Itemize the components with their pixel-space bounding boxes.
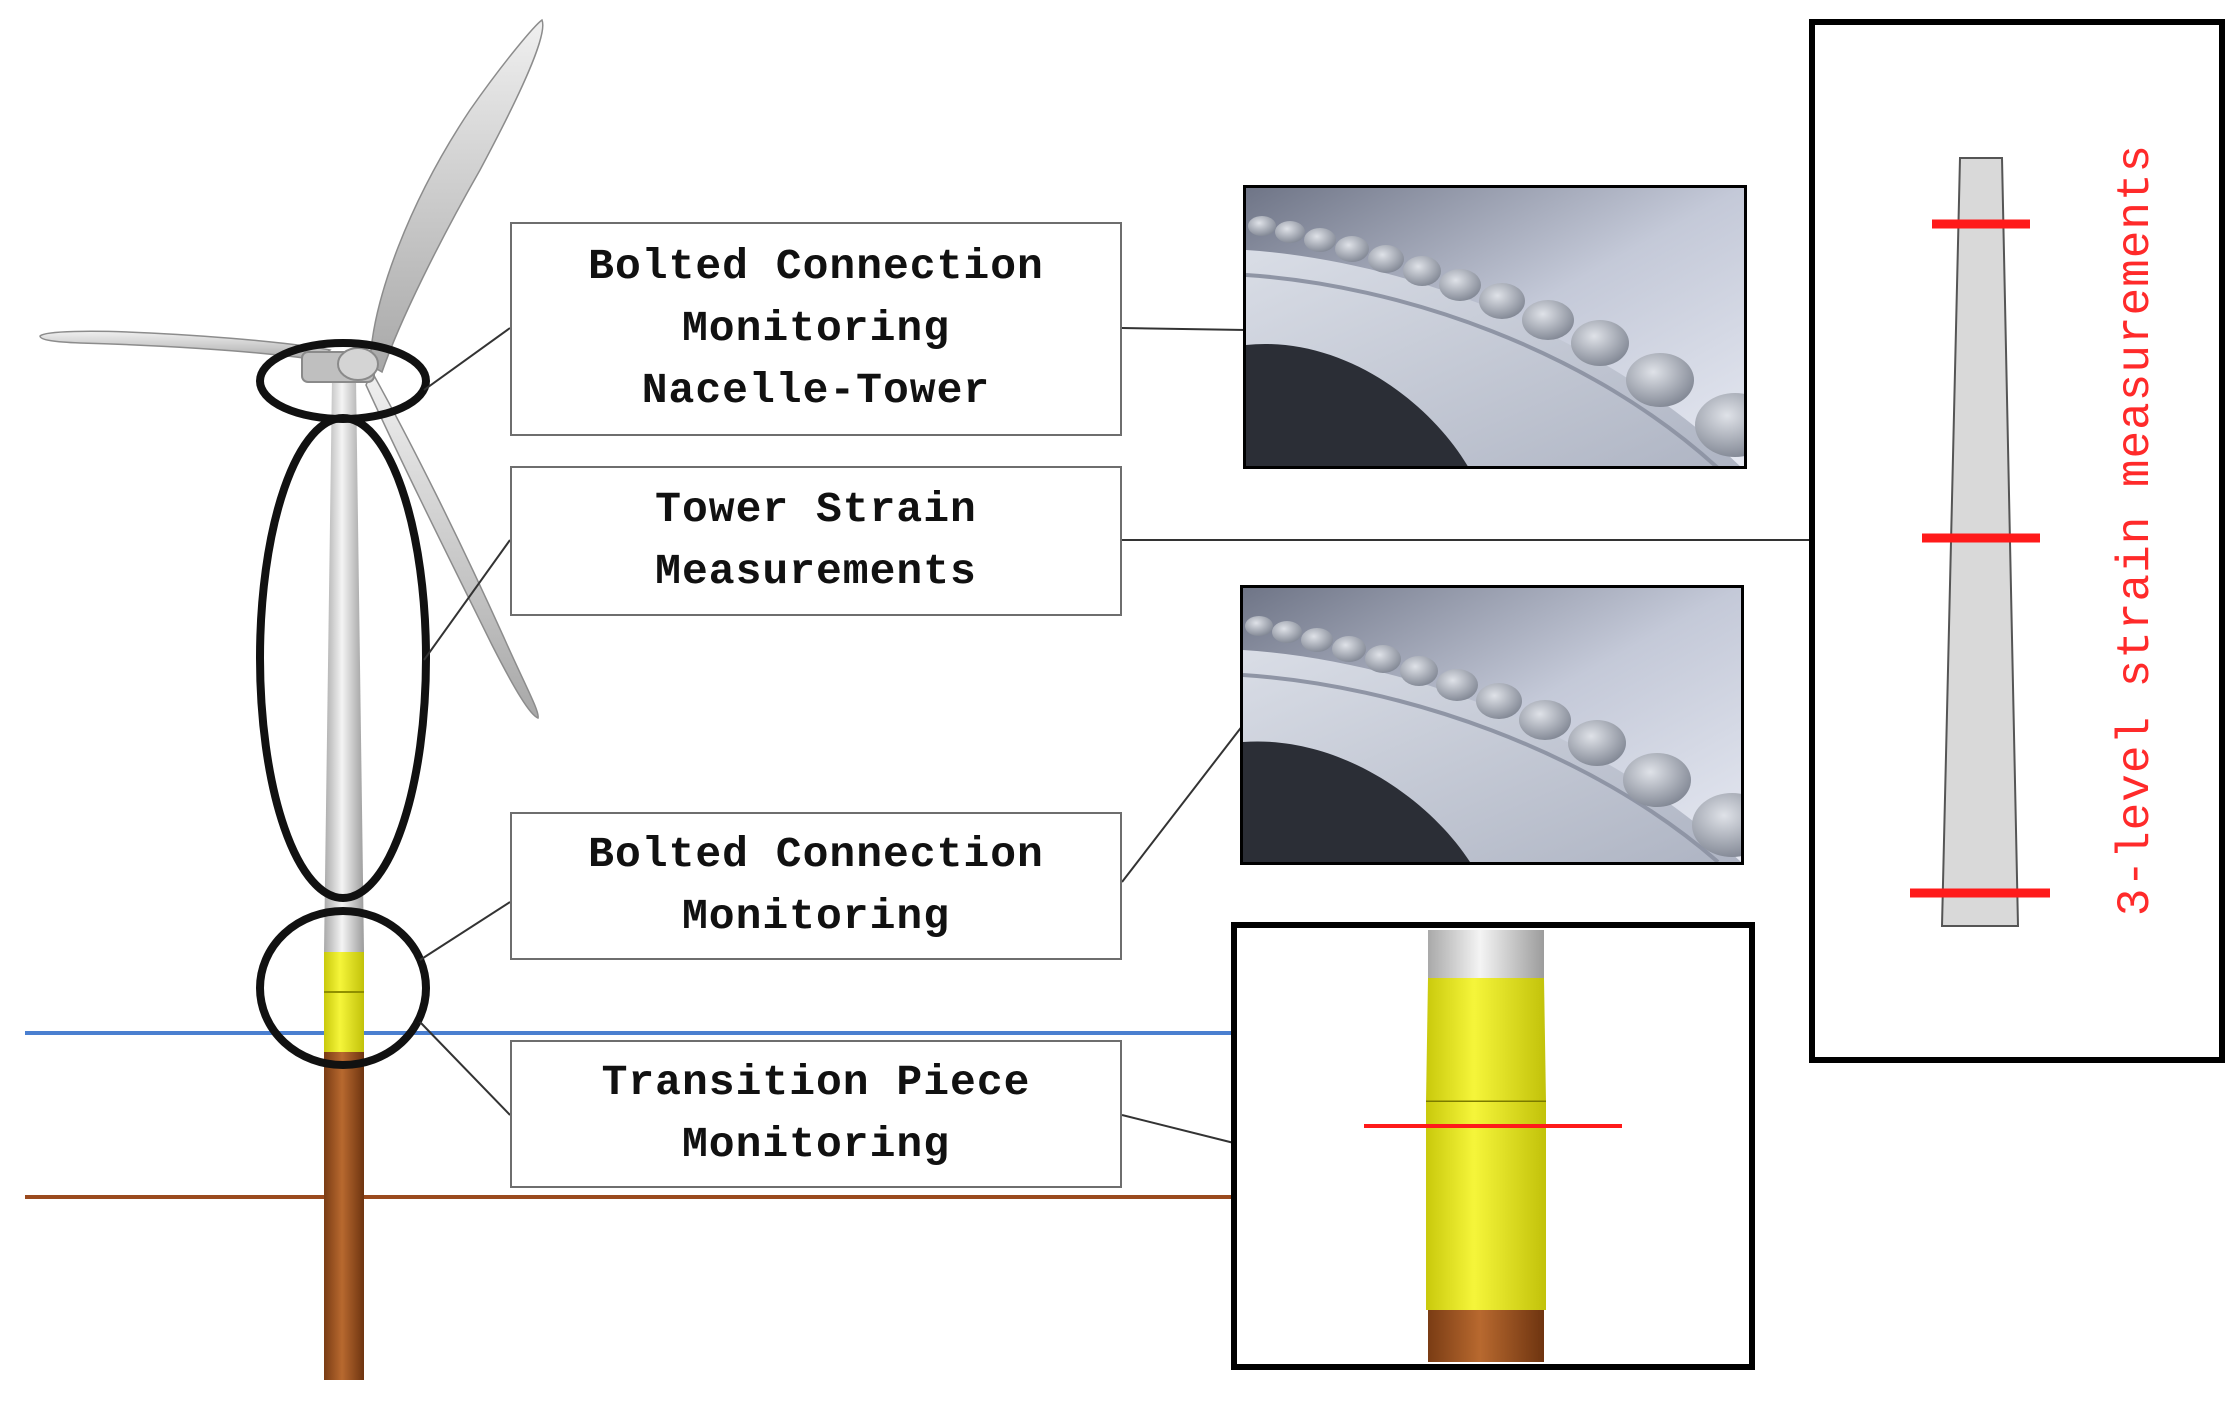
wind-turbine-icon bbox=[39, 18, 544, 1380]
blade-left bbox=[39, 330, 332, 361]
tower-panel-caption: 3-level strain measurements bbox=[2110, 143, 2162, 917]
label-text: Transition Piece Monitoring bbox=[601, 1058, 1031, 1169]
label-text: Bolted Connection Monitoring Nacelle-Tow… bbox=[588, 242, 1044, 415]
hub bbox=[337, 347, 379, 381]
bolt-ring-photo-icon bbox=[1240, 585, 1744, 865]
tower-strain-schematic-icon bbox=[1809, 19, 2225, 1063]
label-bolted-connection-nacelle-tower: Bolted Connection Monitoring Nacelle-Tow… bbox=[510, 222, 1122, 436]
label-text: Tower Strain Measurements bbox=[655, 485, 977, 596]
label-tower-strain-measurements: Tower Strain Measurements bbox=[510, 466, 1122, 616]
label-transition-piece-monitoring: Transition Piece Monitoring bbox=[510, 1040, 1122, 1188]
tower bbox=[324, 378, 364, 952]
blade-top bbox=[369, 18, 544, 374]
leader-lines bbox=[419, 327, 1812, 1144]
transition-piece bbox=[324, 952, 364, 1052]
label-text: Bolted Connection Monitoring bbox=[588, 830, 1044, 941]
blade-lower bbox=[365, 370, 539, 719]
bolt-row bbox=[1248, 216, 1744, 457]
bolt-row bbox=[1245, 616, 1741, 857]
bolt-ring-photo-icon bbox=[1243, 185, 1747, 469]
label-bolted-connection-monitoring: Bolted Connection Monitoring bbox=[510, 812, 1122, 960]
transition-piece-closeup-icon bbox=[1231, 922, 1755, 1370]
transition-highlight-ellipse bbox=[256, 907, 430, 1069]
monopile bbox=[324, 1050, 364, 1380]
